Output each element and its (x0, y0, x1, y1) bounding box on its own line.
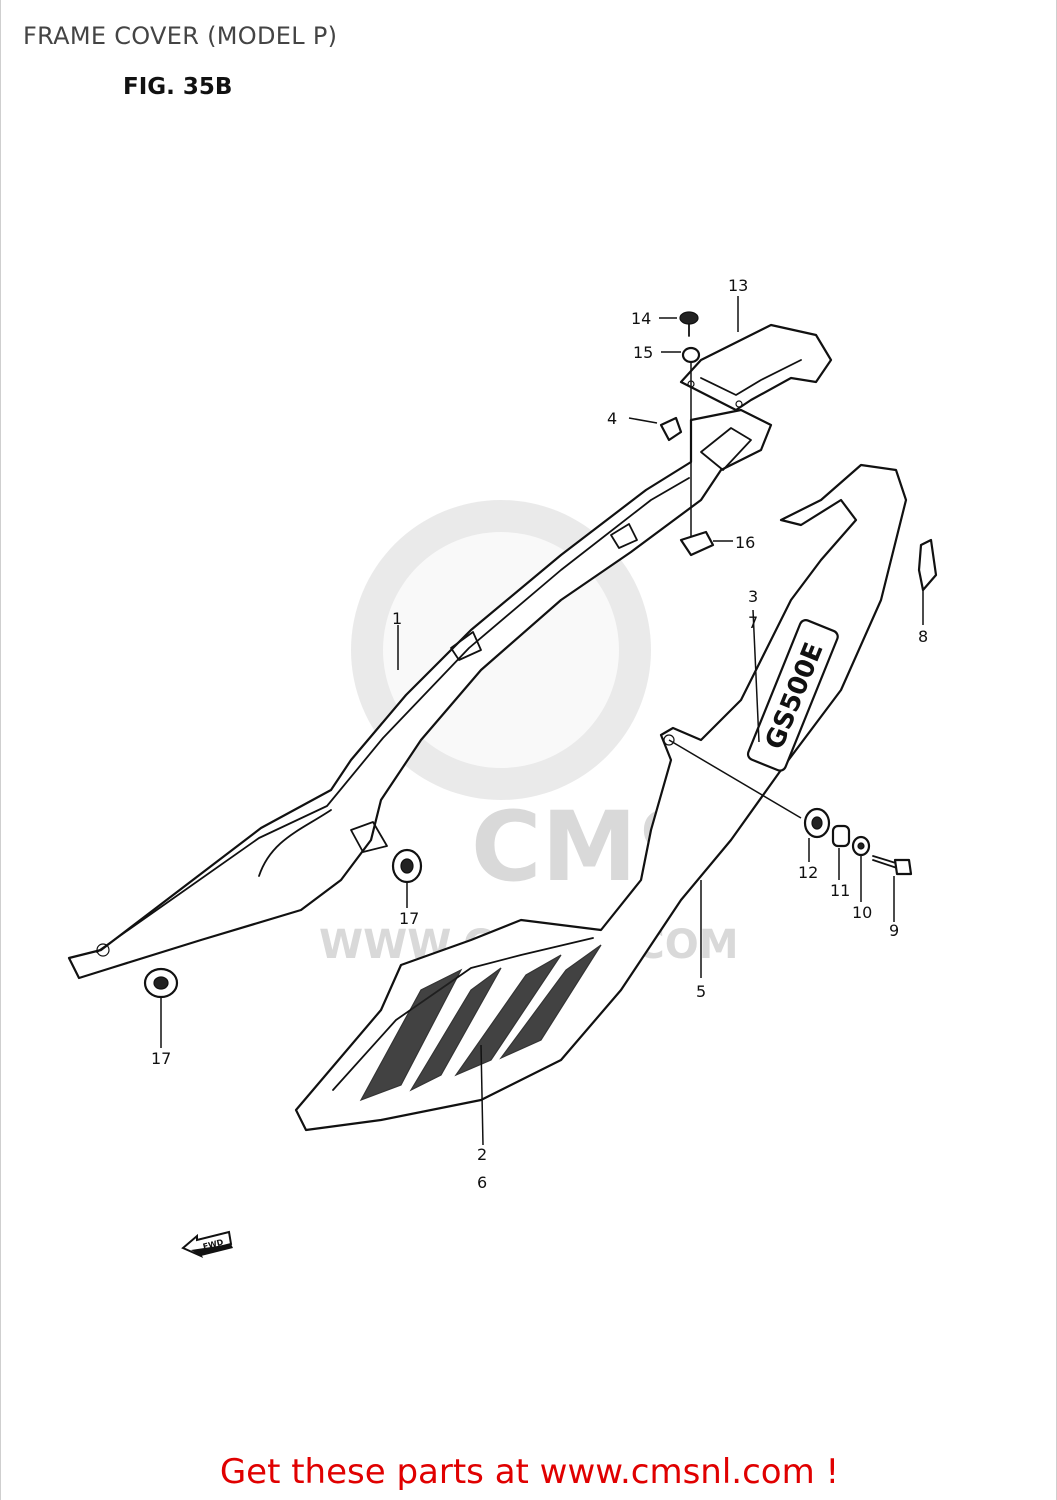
callout-15: 15 (633, 343, 653, 362)
side-cover-part: GS500E (294, 463, 908, 1132)
small-plate-part (917, 538, 938, 592)
callout-9: 9 (889, 921, 899, 940)
bolt-axis-line (668, 739, 802, 819)
bolt-9-part (872, 855, 913, 876)
grommet-part-lower (143, 967, 179, 999)
callout-12: 12 (798, 863, 818, 882)
callout-11: 11 (830, 881, 850, 900)
callout-16: 16 (735, 533, 755, 552)
collar-11-part (831, 824, 851, 848)
callout-7: 7 (748, 613, 758, 632)
rear-cap-part (679, 323, 833, 412)
callout-3: 3 (748, 587, 758, 606)
callout-14: 14 (631, 309, 651, 328)
screw-part (679, 311, 699, 337)
callout-17-upper: 17 (399, 909, 419, 928)
leader-lines (160, 296, 924, 1146)
callout-4: 4 (607, 409, 617, 428)
figure-label: FIG. 35B (123, 74, 233, 100)
grommet-12-part (803, 807, 831, 839)
callout-6: 6 (477, 1173, 487, 1192)
callout-labels: 1 3 7 2 6 4 5 8 9 10 11 12 13 14 15 16 1… (151, 276, 928, 1192)
washer-part (681, 346, 701, 364)
callout-1: 1 (392, 609, 402, 628)
forward-arrow-icon: FWD (181, 1230, 233, 1259)
washer-10-part (851, 835, 871, 857)
footer-parts-link[interactable]: Get these parts at www.cmsnl.com ! (219, 1452, 840, 1492)
callout-13: 13 (728, 276, 748, 295)
clip-nut-part (679, 530, 715, 557)
grommet-part-upper (391, 848, 423, 884)
callout-17-lower: 17 (151, 1049, 171, 1068)
clip-part (659, 416, 683, 442)
callout-8: 8 (918, 627, 928, 646)
frame-cover-rail (67, 408, 773, 980)
page-title: FRAME COVER (MODEL P) (23, 22, 338, 50)
callout-5: 5 (696, 982, 706, 1001)
callout-2: 2 (477, 1145, 487, 1164)
callout-10: 10 (852, 903, 872, 922)
